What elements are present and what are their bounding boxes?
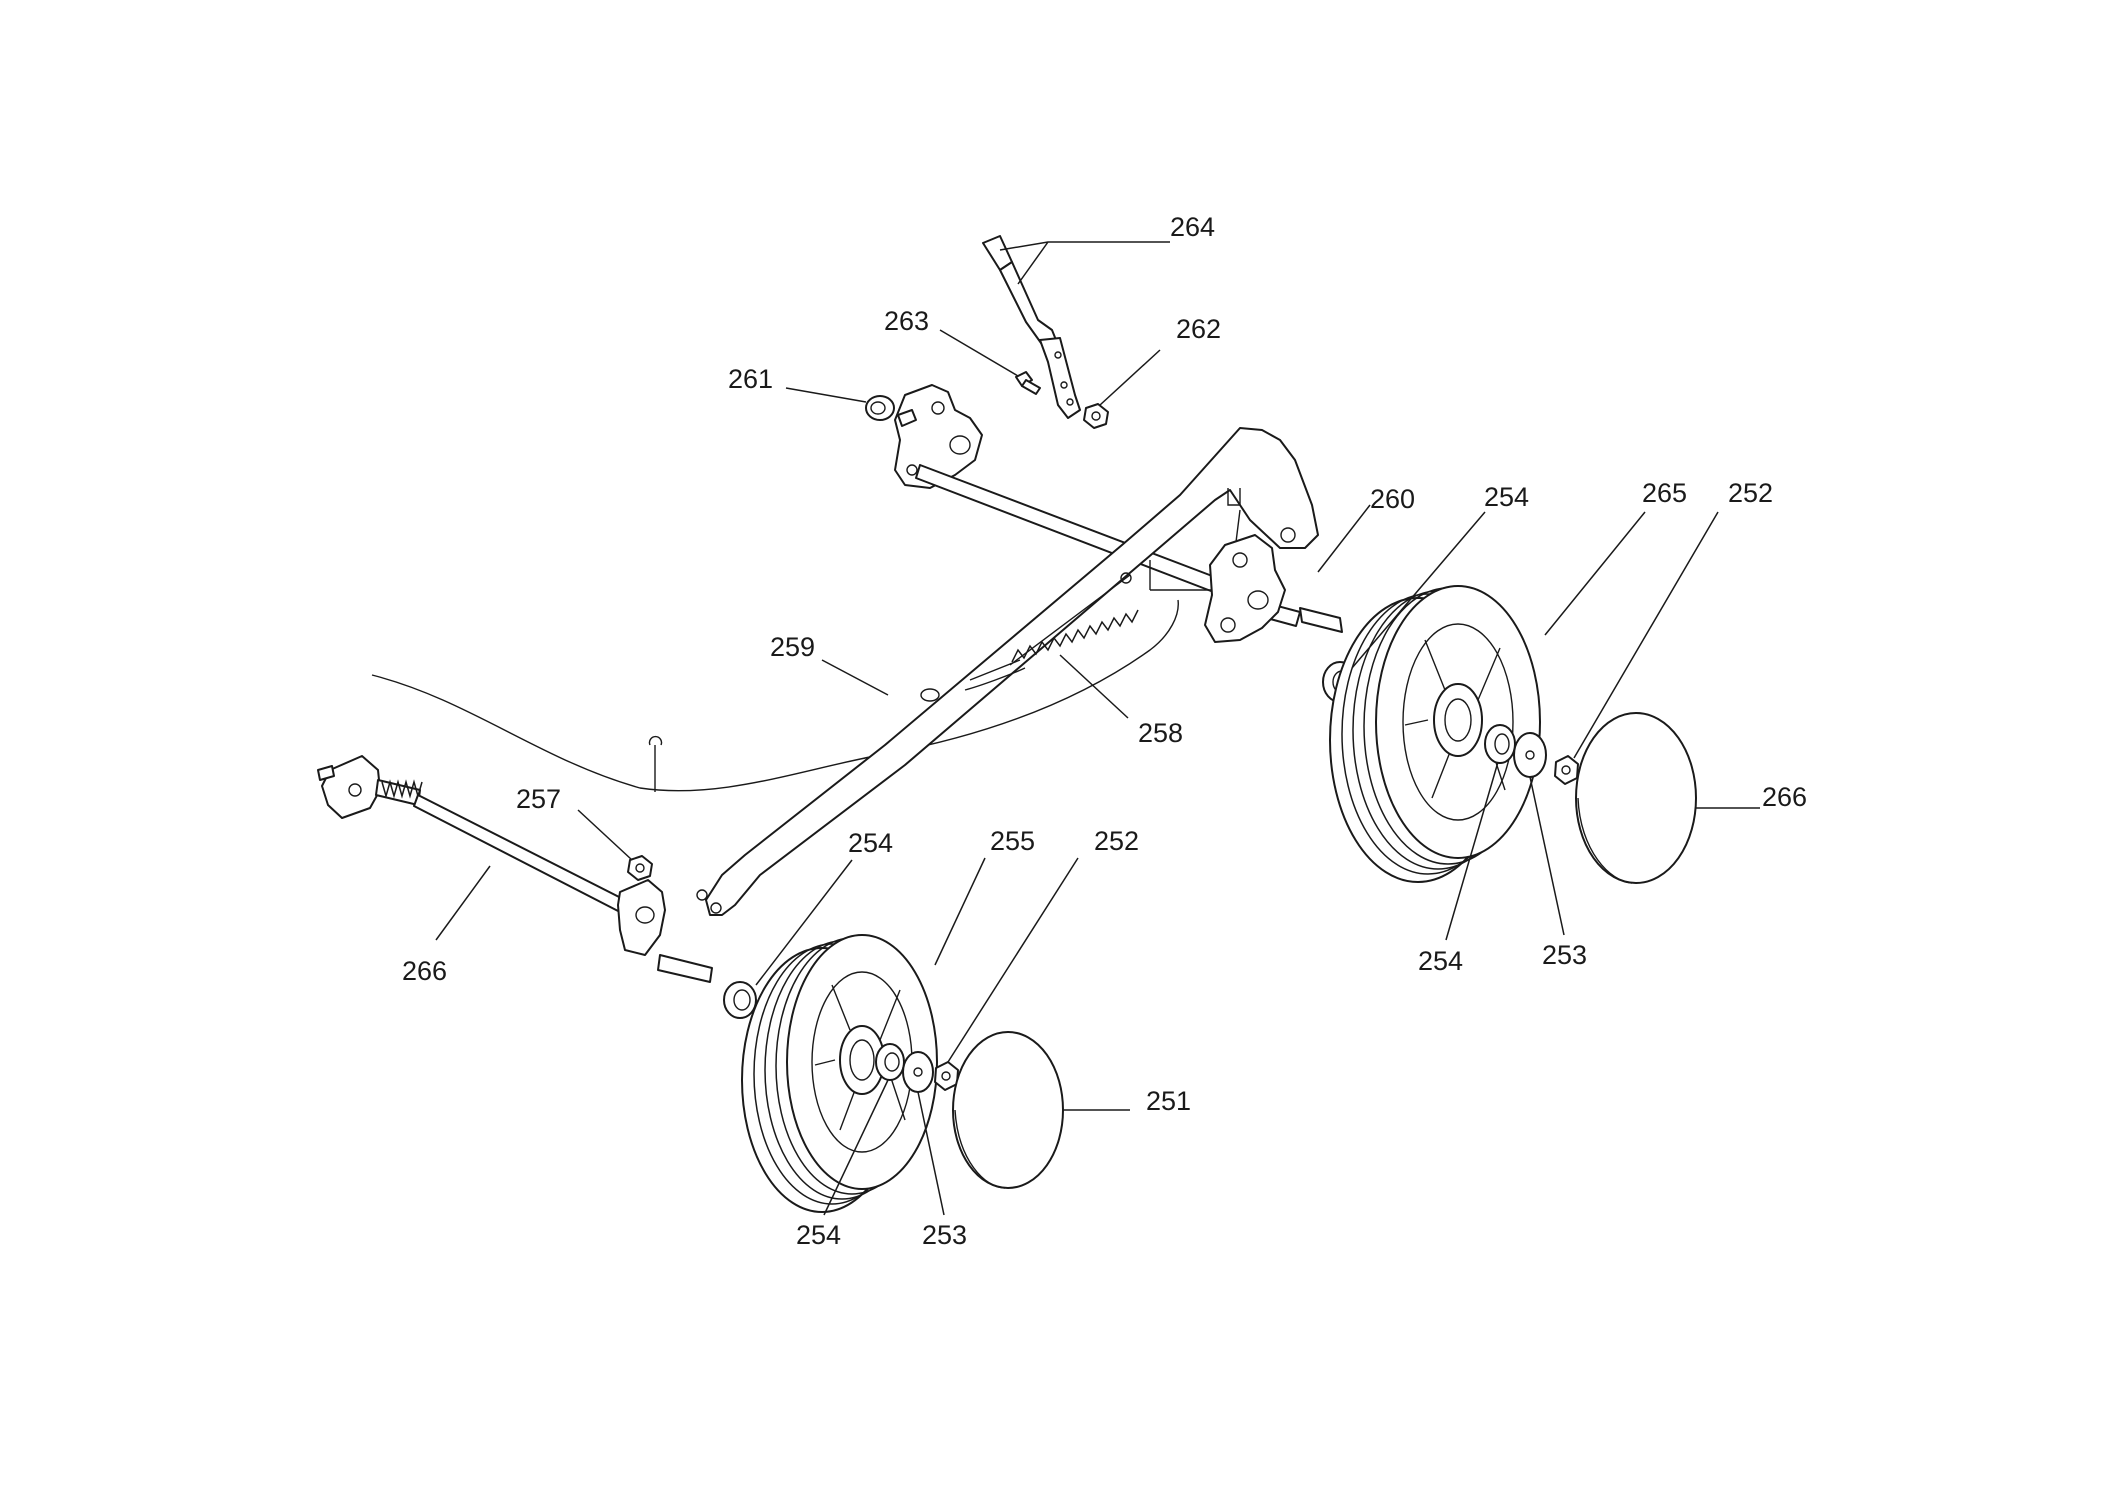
washer-261 bbox=[865, 395, 895, 421]
label-252-left: 252 bbox=[1094, 826, 1139, 856]
label-263: 263 bbox=[884, 306, 929, 336]
pivot-bracket-260 bbox=[1204, 534, 1343, 643]
nut-252-right bbox=[1554, 755, 1579, 785]
leader-252-right bbox=[1573, 511, 1719, 759]
leader-265 bbox=[1544, 511, 1646, 636]
leader-254-right-lower bbox=[1445, 761, 1499, 941]
label-254-left-upper: 254 bbox=[848, 828, 893, 858]
hub-spacer-254-left bbox=[875, 1043, 905, 1081]
deck-outline bbox=[371, 599, 1179, 792]
label-254-right-lower: 254 bbox=[1418, 946, 1463, 976]
leader-255 bbox=[934, 857, 986, 966]
label-252-right: 252 bbox=[1728, 478, 1773, 508]
leader-260 bbox=[1317, 504, 1371, 573]
label-262: 262 bbox=[1176, 314, 1221, 344]
wheel-265 bbox=[1329, 585, 1541, 883]
leader-257 bbox=[577, 809, 633, 861]
label-258: 258 bbox=[1138, 718, 1183, 748]
adjuster-lever-264 bbox=[982, 235, 1081, 419]
label-257: 257 bbox=[516, 784, 561, 814]
leader-266-left bbox=[435, 865, 491, 941]
front-axle-266 bbox=[317, 755, 713, 983]
leader-254-left-lower bbox=[823, 1079, 889, 1216]
hubcap-251 bbox=[952, 1031, 1064, 1189]
washer-253-right bbox=[1513, 732, 1547, 778]
nut-257 bbox=[627, 855, 653, 881]
label-255: 255 bbox=[990, 826, 1035, 856]
leader-253-right bbox=[1529, 776, 1565, 936]
deck-hook bbox=[648, 735, 663, 792]
leader-264 bbox=[999, 241, 1170, 285]
hubcap-266 bbox=[1575, 712, 1697, 884]
nut-262 bbox=[1083, 403, 1109, 429]
leader-253-left bbox=[917, 1091, 945, 1216]
label-266-left: 266 bbox=[402, 956, 447, 986]
label-260: 260 bbox=[1370, 484, 1415, 514]
label-251: 251 bbox=[1146, 1086, 1191, 1116]
leader-259 bbox=[821, 659, 889, 696]
label-265: 265 bbox=[1642, 478, 1687, 508]
washer-253-left bbox=[902, 1051, 934, 1093]
hub-spacer-254-right bbox=[1484, 724, 1516, 764]
leader-263 bbox=[939, 329, 1019, 377]
callout-labels: 264 263 262 261 260 254 265 252 259 258 … bbox=[402, 212, 1807, 1250]
label-266-right: 266 bbox=[1762, 782, 1807, 812]
label-254-top: 254 bbox=[1484, 482, 1529, 512]
label-264: 264 bbox=[1170, 212, 1215, 242]
pivot-bracket-upper bbox=[894, 384, 983, 489]
leader-261 bbox=[785, 387, 867, 403]
leader-lines bbox=[435, 241, 1760, 1216]
leader-262 bbox=[1099, 349, 1161, 406]
leader-254-top bbox=[1351, 511, 1486, 669]
leader-258 bbox=[1059, 654, 1129, 719]
leader-254-left-upper bbox=[755, 859, 853, 986]
label-261: 261 bbox=[728, 364, 773, 394]
label-253-left: 253 bbox=[922, 1220, 967, 1250]
wheel-255 bbox=[741, 934, 938, 1213]
label-253-right: 253 bbox=[1542, 940, 1587, 970]
label-254-left-lower: 254 bbox=[796, 1220, 841, 1250]
spring-258 bbox=[1009, 572, 1139, 666]
bolt-263 bbox=[1015, 371, 1041, 395]
label-259: 259 bbox=[770, 632, 815, 662]
spacer-254-left bbox=[723, 981, 757, 1019]
leader-252-left bbox=[947, 857, 1079, 1063]
